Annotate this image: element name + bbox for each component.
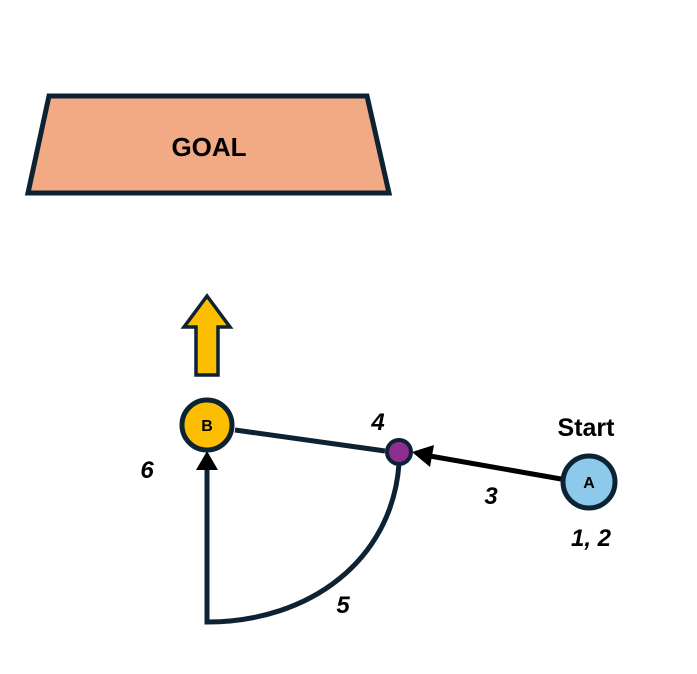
node-b — [179, 397, 235, 453]
curve-arrowhead-icon — [196, 451, 218, 470]
goal-shape — [24, 93, 393, 196]
curve-path — [204, 463, 402, 625]
edge-a-waypoint — [429, 453, 562, 482]
step-label-curve: 5 — [336, 592, 350, 619]
goal-label: GOAL — [171, 132, 246, 162]
node-b-label: B — [201, 418, 213, 435]
start-label: Start — [558, 414, 616, 442]
node-a-label: A — [583, 475, 595, 492]
waypoint-arrowhead-icon — [412, 445, 434, 467]
step-label-a: 1, 2 — [571, 525, 612, 552]
edge-b-waypoint — [234, 427, 386, 454]
node-a — [560, 453, 618, 511]
step-label-b: 6 — [140, 457, 154, 484]
up-arrow-icon — [180, 293, 234, 377]
step-label-arrow: 3 — [484, 483, 498, 510]
waypoint-node — [385, 438, 413, 466]
step-label-waypoint: 4 — [370, 409, 384, 436]
